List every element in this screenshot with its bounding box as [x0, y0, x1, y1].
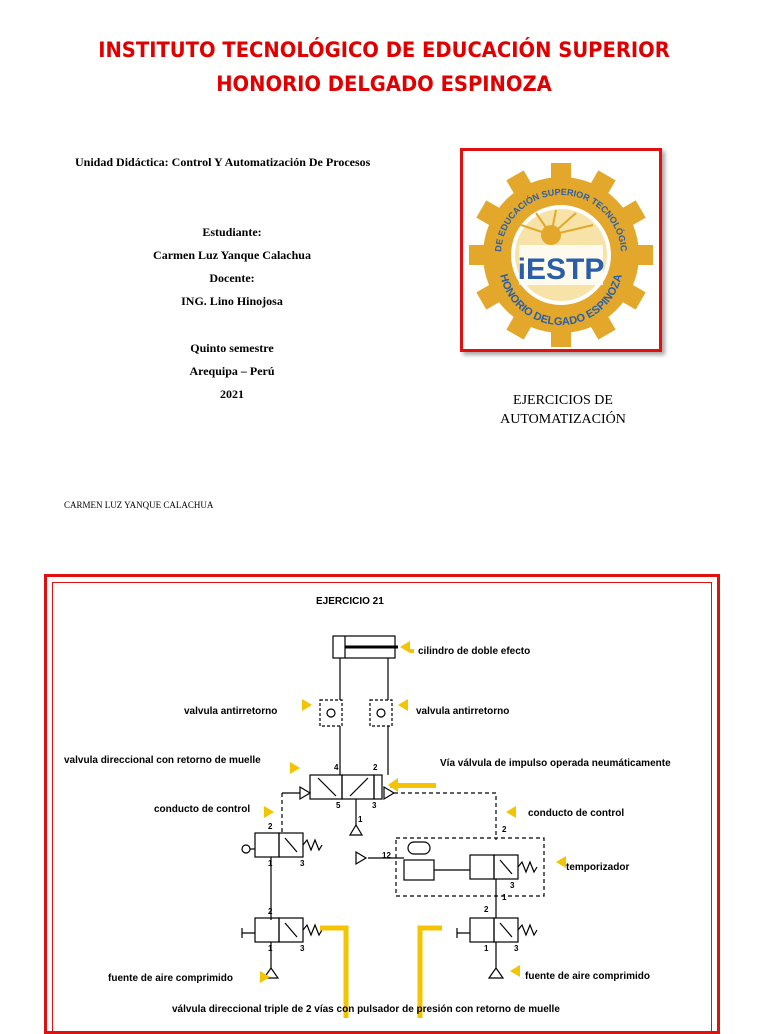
- subject-title-line1: EJERCICIOS DE: [513, 393, 613, 408]
- port-3-left-lower: 3: [300, 944, 305, 953]
- subject-title-line2: AUTOMATIZACIÓN: [500, 412, 626, 427]
- label-conducto-left: conducto de control: [154, 804, 251, 815]
- arrow-cylinder: [400, 641, 410, 653]
- label-fuente-left: fuente de aire comprimido: [108, 973, 234, 984]
- timer-box: [395, 837, 545, 897]
- port-3-left-upper: 3: [300, 859, 305, 868]
- institute-title-line1: INSTITUTO TECNOLÓGICO DE EDUCACIÓN SUPER…: [98, 38, 670, 62]
- port-1-right-upper: 1: [502, 893, 507, 902]
- port-2-left-upper: 2: [268, 822, 273, 831]
- main-valve-center: [341, 774, 375, 800]
- lugar: Arequipa – Perú: [189, 364, 275, 378]
- label-impulso: Vía válvula de impulso operada neumática…: [440, 758, 671, 769]
- estudiante-name: Carmen Luz Yanque Calachua: [153, 248, 311, 262]
- port-2-left-lower: 2: [268, 907, 273, 916]
- check-valve-right: [369, 699, 393, 727]
- institute-title-line2: HONORIO DELGADO ESPINOZA: [216, 72, 552, 96]
- port-12: 12: [382, 851, 391, 860]
- label-direccional: valvula direccional con retorno de muell…: [64, 755, 261, 766]
- gear-logo-icon: INSTITUTO DE EDUCACIÓN SUPERIOR TECNOLÓG…: [459, 142, 653, 347]
- label-temporizador: temporizador: [566, 862, 630, 873]
- docente-name: ING. Lino Hinojosa: [181, 294, 283, 308]
- anio: 2021: [220, 387, 244, 401]
- port-1-left-upper: 1: [268, 859, 273, 868]
- unidad-didactica: Unidad Didáctica: Control Y Automatizaci…: [75, 155, 371, 169]
- port-2-right-upper: 2: [502, 825, 507, 834]
- port-3-right-upper: 3: [510, 881, 515, 890]
- label-antirretorno-left: valvula antirretorno: [184, 706, 278, 717]
- port-4: 4: [334, 763, 339, 772]
- port-1-left-lower: 1: [268, 944, 273, 953]
- port-1: 1: [358, 815, 363, 824]
- port-3-right-lower: 3: [514, 944, 519, 953]
- port-5: 5: [336, 801, 341, 810]
- institute-logo: INSTITUTO DE EDUCACIÓN SUPERIOR TECNOLÓG…: [459, 142, 662, 352]
- port-2: 2: [373, 763, 378, 772]
- logo-center-text: iESTP: [518, 253, 605, 286]
- main-valve-left: [309, 774, 343, 800]
- port-3: 3: [372, 801, 377, 810]
- port-1-right-lower: 1: [484, 944, 489, 953]
- docente-label: Docente:: [209, 271, 255, 285]
- semestre: Quinto semestre: [190, 341, 274, 355]
- label-antirretorno-right: valvula antirretorno: [416, 706, 510, 717]
- author-footer: CARMEN LUZ YANQUE CALACHUA: [64, 500, 214, 510]
- diagram-title: EJERCICIO 21: [316, 596, 384, 607]
- label-fuente-right: fuente de aire comprimido: [525, 971, 651, 982]
- check-valve-left: [319, 699, 343, 727]
- label-cilindro: cilindro de doble efecto: [418, 646, 531, 657]
- estudiante-label: Estudiante:: [202, 225, 262, 239]
- label-conducto-right: conducto de control: [528, 808, 625, 819]
- label-triple: válvula direccional triple de 2 vías con…: [172, 1004, 560, 1015]
- port-2-right-lower: 2: [484, 905, 489, 914]
